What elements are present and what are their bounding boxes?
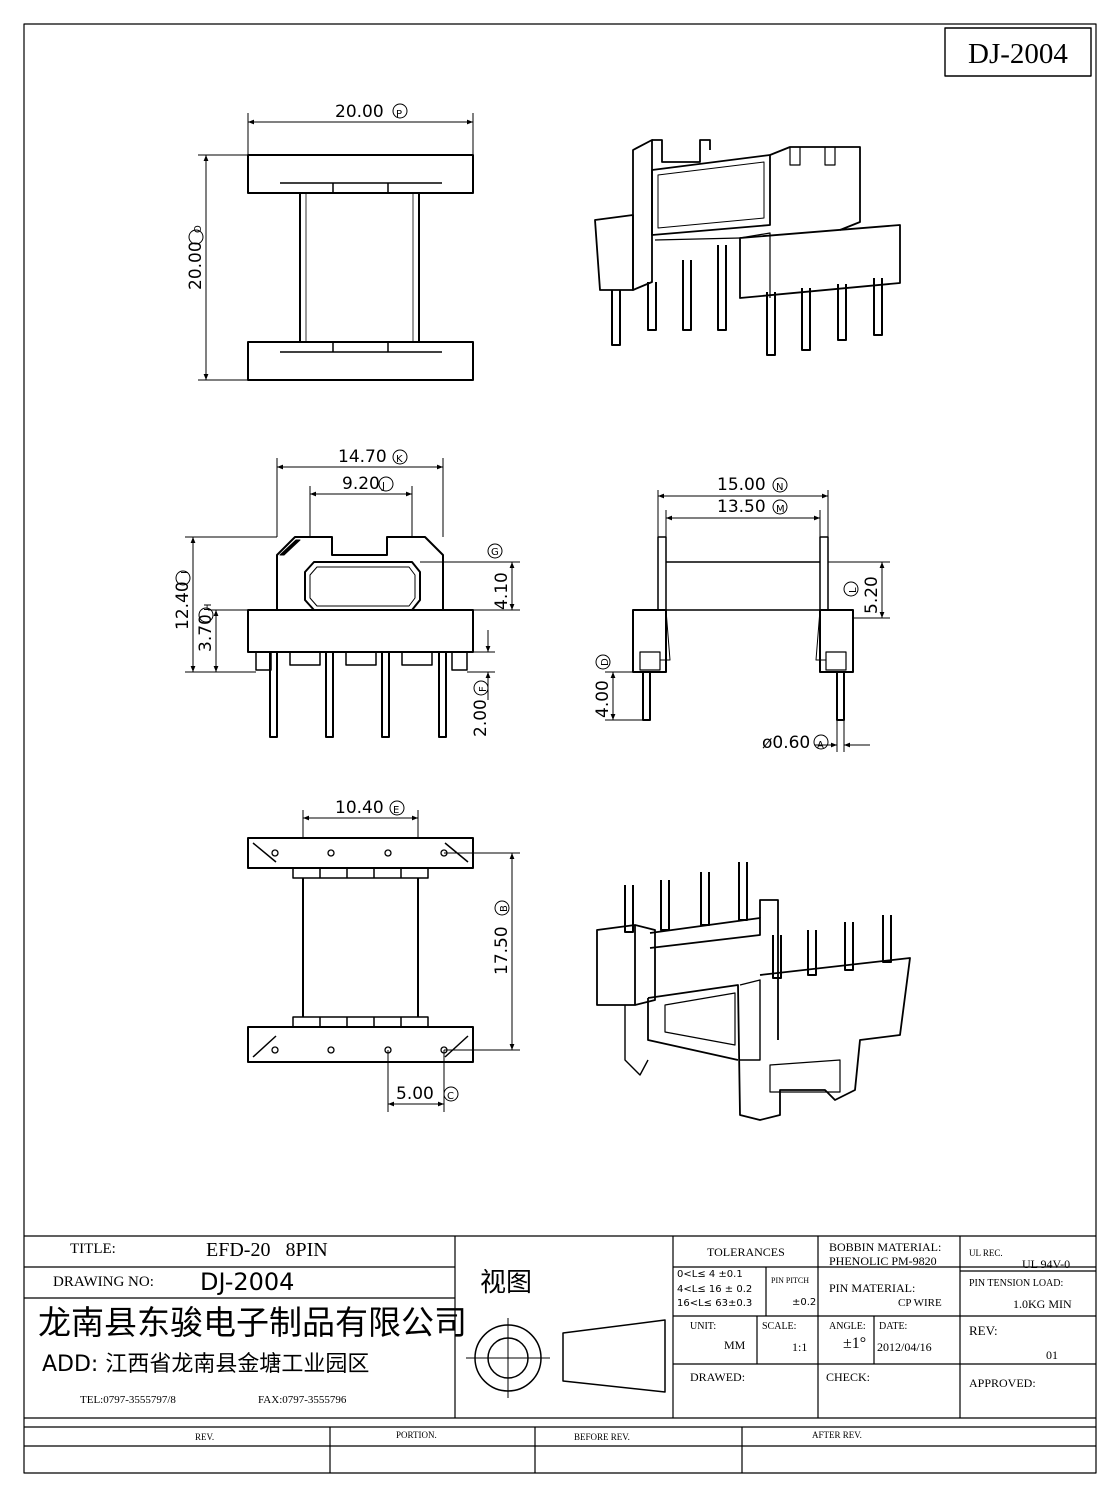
dim-side-inner: 9.20 xyxy=(342,474,380,494)
unit-value: MM xyxy=(724,1338,746,1352)
rev-column-header: REV. xyxy=(195,1432,215,1442)
tolerances-label: TOLERANCES xyxy=(707,1245,785,1259)
dim-bottom-length-tag: B xyxy=(499,905,510,912)
check-label: CHECK: xyxy=(826,1370,871,1384)
dim-side-window: 4.10 xyxy=(492,572,512,610)
pin-tension-value: 1.0KG MIN xyxy=(1013,1297,1072,1311)
sheet-border xyxy=(23,23,1097,1474)
bottom-view xyxy=(247,810,520,1112)
dim-pin-pitch-tag: C xyxy=(447,1091,454,1102)
bobbin-material-label: BOBBIN MATERIAL: xyxy=(829,1240,942,1254)
dim-top-width-tag: P xyxy=(396,109,402,120)
dimension-tag-circles xyxy=(175,103,859,1102)
scale-label: SCALE: xyxy=(762,1321,797,1332)
drawed-label: DRAWED: xyxy=(690,1370,746,1384)
portion-column-header: PORTION. xyxy=(396,1430,437,1440)
drawing-id: DJ-2004 xyxy=(968,38,1068,70)
dim-top-height: 20.00 xyxy=(186,241,206,290)
unit-label: UNIT: xyxy=(690,1321,717,1332)
dim-top-height-tag: O xyxy=(193,225,204,233)
pin-pitch-label: PIN PITCH xyxy=(771,1276,810,1285)
title-block-grid xyxy=(24,1235,1096,1473)
approved-label: APPROVED: xyxy=(969,1376,1036,1390)
tolerance-2: 4<L≤ 16 ± 0.2 xyxy=(677,1284,753,1295)
dim-front-height: 5.20 xyxy=(862,576,882,614)
company-name: 龙南县东骏电子制品有限公司 xyxy=(38,1303,467,1342)
side-view xyxy=(185,458,520,738)
dim-side-flange-h: 3.70 xyxy=(196,614,216,652)
dim-front-pin-len: 4.00 xyxy=(593,680,613,718)
dim-side-outer-tag: K xyxy=(396,454,403,465)
rev-value: 01 xyxy=(1046,1348,1058,1362)
dimension-labels: 20.00 P 20.00 O 14.70 K 9.20 J G 4.10 12… xyxy=(173,102,882,1104)
drawing-no-label: DRAWING NO: xyxy=(53,1274,154,1290)
title-value: EFD-20 8PIN xyxy=(206,1239,328,1261)
pin-material-label: PIN MATERIAL: xyxy=(829,1281,916,1295)
dim-front-height-tag: L xyxy=(848,587,859,593)
ul-rec-label: UL REC. xyxy=(969,1248,1003,1258)
before-rev-column-header: BEFORE REV. xyxy=(574,1432,630,1442)
pin-pitch-value: ±0.2 xyxy=(792,1297,817,1308)
dim-bottom-width-tag: E xyxy=(393,805,399,816)
pin-tension-label: PIN TENSION LOAD: xyxy=(969,1278,1064,1289)
isometric-view-top xyxy=(594,139,901,356)
dim-bottom-width: 10.40 xyxy=(335,798,384,818)
dim-side-pin-len-tag: F xyxy=(478,686,489,692)
dim-top-width: 20.00 xyxy=(335,102,384,122)
top-view-flange-top xyxy=(247,154,474,194)
dim-side-inner-tag: J xyxy=(381,481,385,492)
front-view xyxy=(605,490,890,752)
date-label: DATE: xyxy=(879,1321,908,1332)
dim-side-outer: 14.70 xyxy=(338,447,387,467)
rev-label: REV: xyxy=(969,1323,998,1338)
dim-bottom-length: 17.50 xyxy=(492,926,512,975)
dim-side-pin-len: 2.00 xyxy=(471,699,491,737)
scale-value: 1:1 xyxy=(792,1340,808,1354)
drawing-id-box xyxy=(944,27,1092,77)
dim-pin-dia-tag: A xyxy=(817,740,824,751)
company-address: ADD: 江西省龙南县金塘工业园区 xyxy=(42,1352,370,1377)
pin-material-value: CP WIRE xyxy=(898,1297,942,1309)
ul-rec-value: UL 94V-0 xyxy=(1022,1257,1071,1271)
dim-side-total-h: 12.40 xyxy=(173,581,193,630)
top-view xyxy=(198,113,474,381)
drawing-no-value: DJ-2004 xyxy=(200,1268,295,1296)
dim-front-outer-tag: N xyxy=(776,482,783,493)
dim-front-pin-len-tag: D xyxy=(600,658,611,666)
projection-symbol xyxy=(466,1318,666,1398)
tolerance-3: 16<L≤ 63±0.3 xyxy=(677,1298,753,1309)
dim-front-inner-tag: M xyxy=(776,504,785,515)
dim-front-outer: 15.00 xyxy=(717,475,766,495)
company-tel: TEL:0797-3555797/8 xyxy=(80,1394,176,1406)
top-view-flange-bottom xyxy=(247,341,474,381)
dim-front-inner: 13.50 xyxy=(717,497,766,517)
isometric-view-bottom xyxy=(596,862,911,1121)
dim-side-window-tag: G xyxy=(491,547,499,558)
view-label: 视图 xyxy=(480,1268,533,1298)
dim-side-total-h-tag: I xyxy=(180,571,191,574)
angle-label: ANGLE: xyxy=(829,1321,866,1332)
dim-pin-dia: ø0.60 xyxy=(762,733,810,753)
dim-pin-pitch: 5.00 xyxy=(396,1084,434,1104)
bobbin-material-value: PHENOLIC PM-9820 xyxy=(829,1254,937,1268)
title-label: TITLE: xyxy=(70,1241,116,1257)
company-fax: FAX:0797-3555796 xyxy=(258,1394,347,1406)
after-rev-column-header: AFTER REV. xyxy=(812,1430,862,1440)
tolerance-1: 0<L≤ 4 ±0.1 xyxy=(677,1269,743,1280)
angle-value: ±1° xyxy=(843,1335,867,1352)
date-value: 2012/04/16 xyxy=(877,1340,932,1354)
dim-side-flange-h-tag: H xyxy=(203,603,214,611)
